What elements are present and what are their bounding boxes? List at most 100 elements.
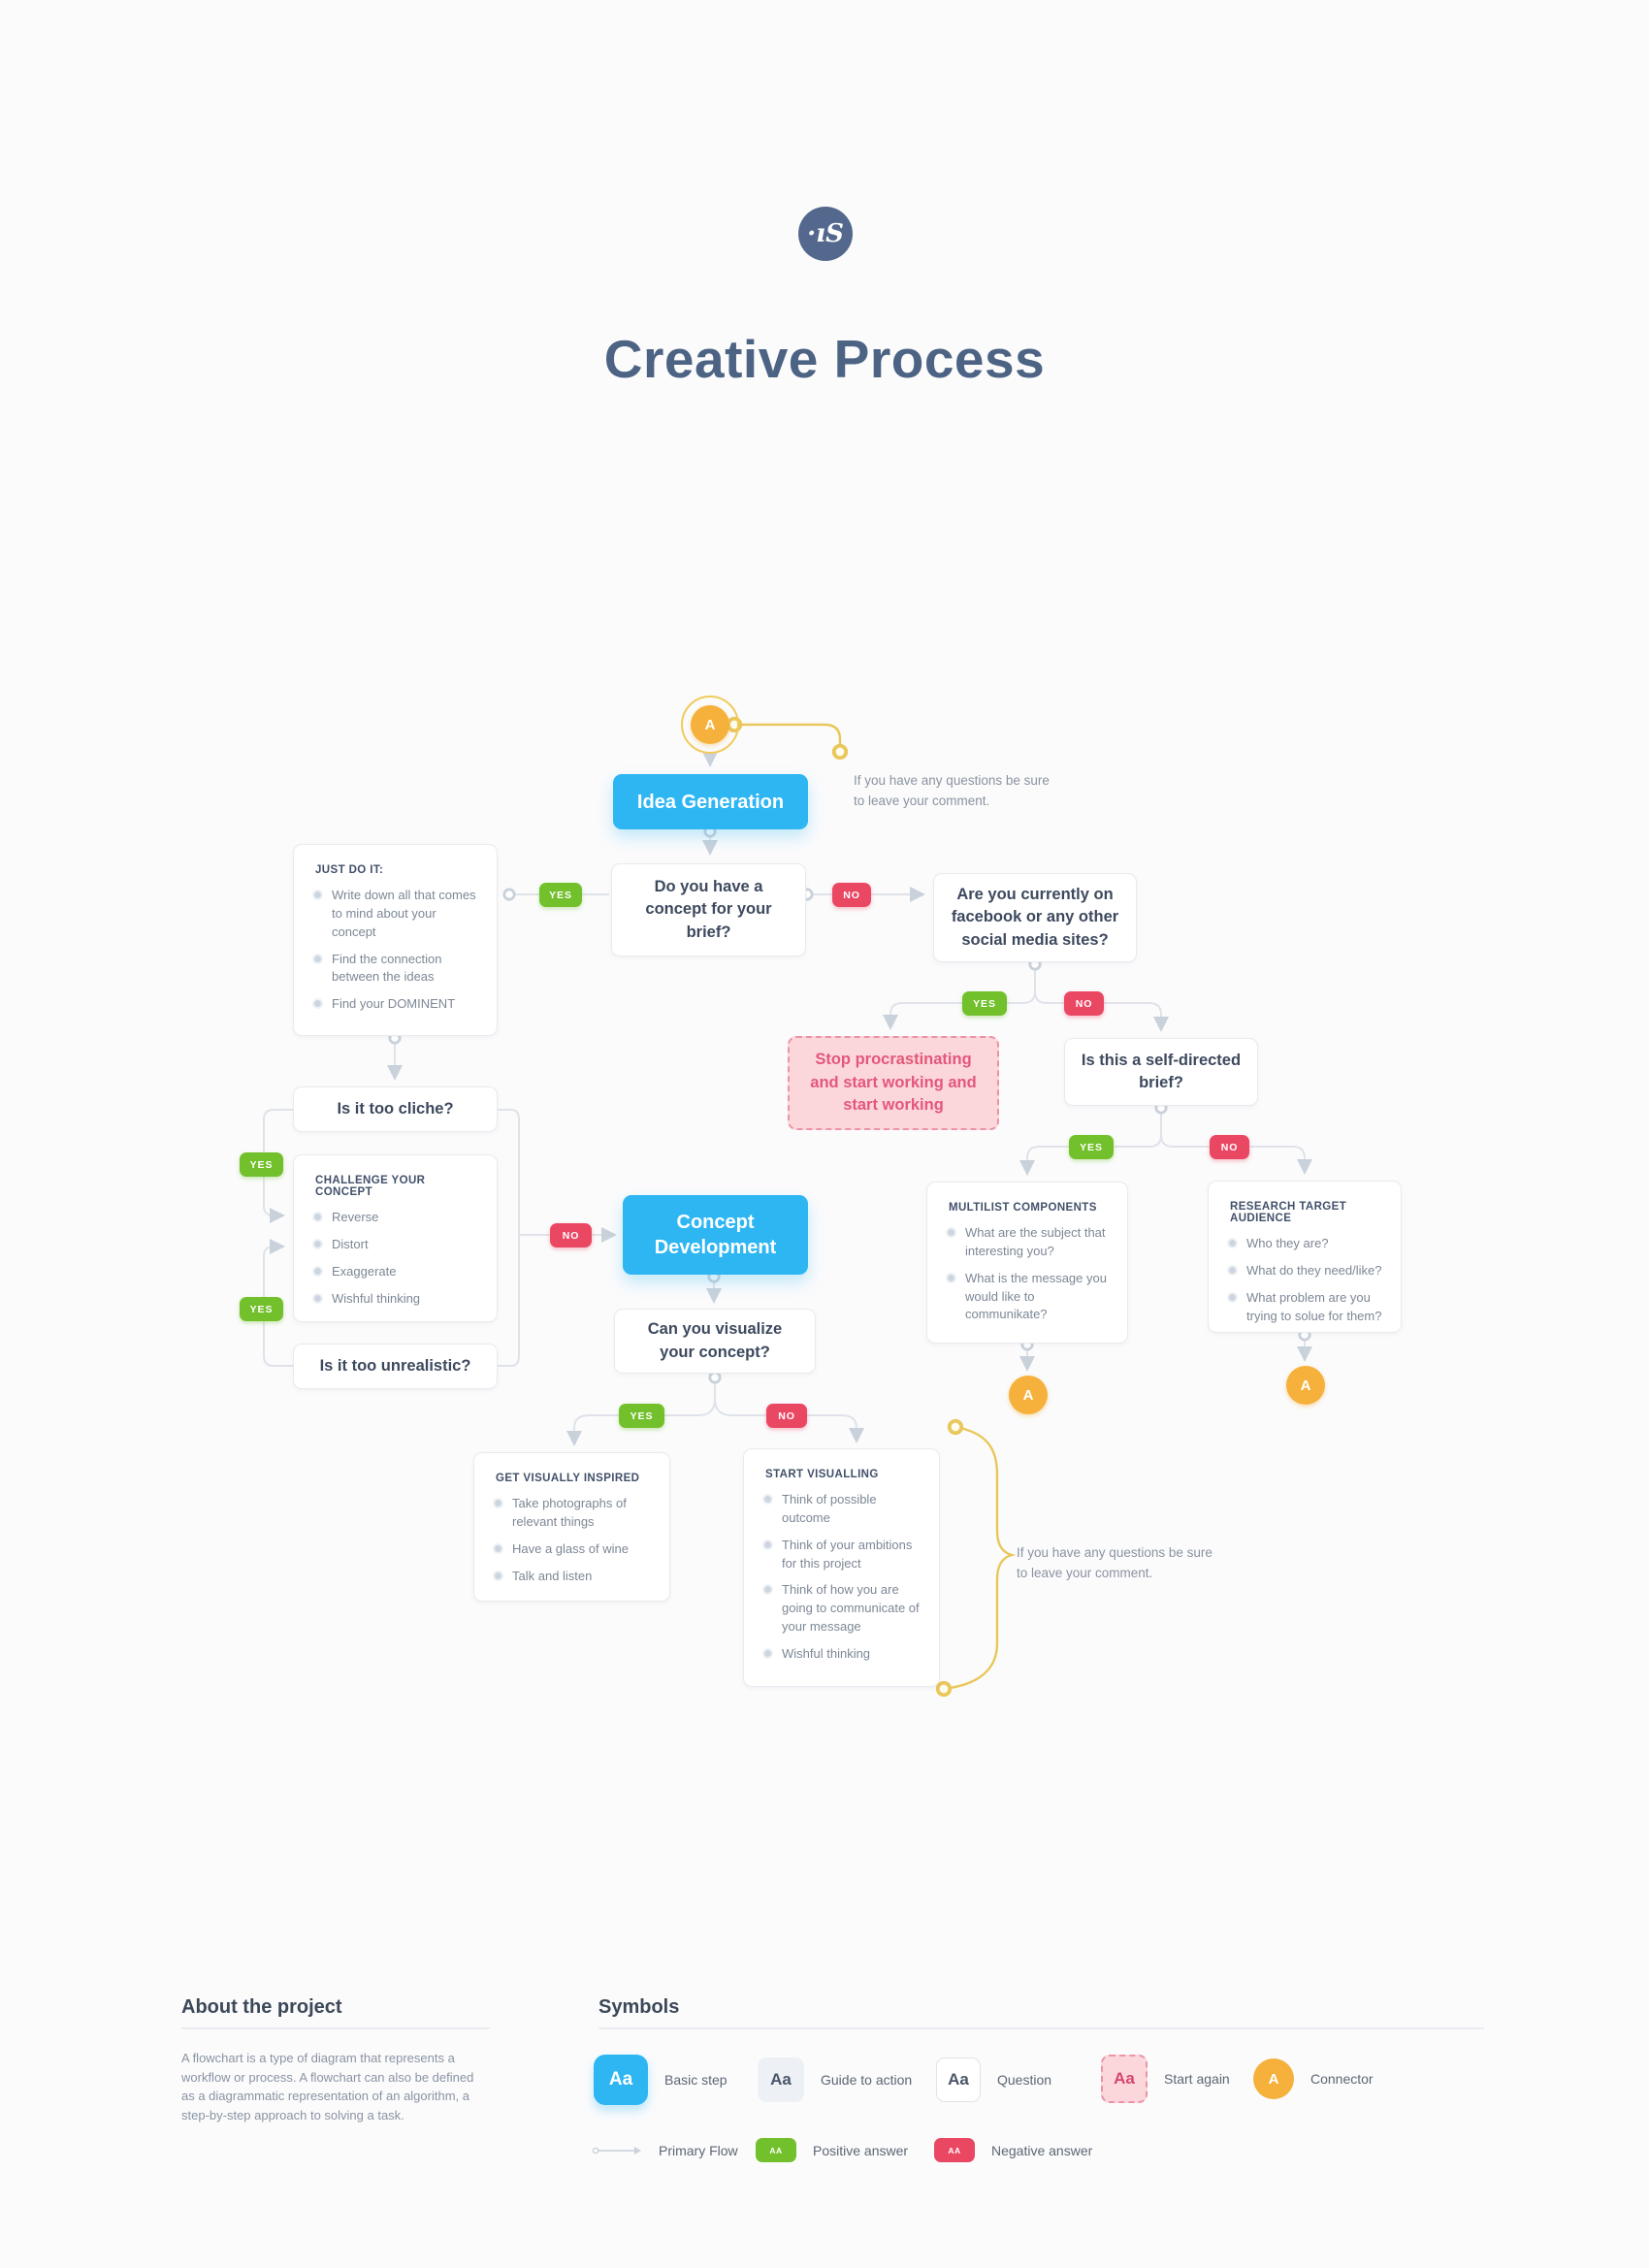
legend-start-again: Aa Start again bbox=[1101, 2055, 1230, 2103]
about-divider bbox=[181, 2027, 490, 2029]
list-item: What problem are you trying to solue for… bbox=[1228, 1289, 1383, 1326]
comment-note-top: If you have any questions be sure to lea… bbox=[854, 770, 1050, 811]
question-label: Question bbox=[997, 2072, 1052, 2088]
list-item: Think of possible outcome bbox=[763, 1491, 922, 1528]
list-item: Exaggerate bbox=[313, 1263, 479, 1281]
multilist-components-list: What are the subject that interesting yo… bbox=[947, 1224, 1110, 1324]
connector-a-label: A bbox=[1022, 1386, 1034, 1404]
badge-no-brief: NO bbox=[832, 883, 871, 907]
connector-a-multilist: A bbox=[1009, 1376, 1048, 1414]
comment-note-bottom-line2: to leave your comment. bbox=[1017, 1566, 1153, 1580]
start-again-label: Start again bbox=[1164, 2071, 1230, 2087]
list-item: Think of how you are going to communicat… bbox=[763, 1581, 922, 1636]
badge-no-concept-dev: NO bbox=[550, 1223, 592, 1247]
research-target-title: RESEARCH TARGET AUDIENCE bbox=[1230, 1201, 1347, 1224]
connector-a-label: A bbox=[1300, 1377, 1311, 1394]
list-item: Find your DOMINENT bbox=[313, 995, 479, 1014]
badge-yes-visualize: YES bbox=[619, 1404, 664, 1428]
node-start-visualling: START VISUALLING Think of possible outco… bbox=[743, 1448, 940, 1687]
badge-yes-cliche: YES bbox=[240, 1152, 283, 1177]
negative-answer-chip: AA bbox=[934, 2138, 975, 2162]
challenge-concept-list: Reverse Distort Exaggerate Wishful think… bbox=[313, 1209, 479, 1308]
node-multilist-components: MULTILIST COMPONENTS What are the subjec… bbox=[926, 1182, 1128, 1344]
badge-yes-social: YES bbox=[962, 991, 1007, 1016]
symbols-heading: Symbols bbox=[598, 1996, 680, 2018]
legend-positive-answer: AA Positive answer bbox=[756, 2138, 908, 2162]
guide-to-action-chip: Aa bbox=[758, 2057, 804, 2102]
connector-a-circle: A bbox=[691, 705, 729, 744]
research-target-list: Who they are? What do they need/like? Wh… bbox=[1228, 1235, 1383, 1325]
badge-no-self-directed: NO bbox=[1210, 1135, 1249, 1159]
symbols-divider bbox=[598, 2027, 1484, 2029]
node-research-target-audience: RESEARCH TARGET AUDIENCE Who they are? W… bbox=[1208, 1181, 1402, 1333]
legend-guide-to-action: Aa Guide to action bbox=[758, 2057, 912, 2102]
about-heading: About the project bbox=[181, 1996, 342, 2018]
comment-note-bottom: If you have any questions be sure to lea… bbox=[1017, 1542, 1212, 1583]
list-item: Think of your ambitions for this project bbox=[763, 1537, 922, 1573]
basic-step-chip: Aa bbox=[594, 2055, 648, 2105]
badge-yes-self-directed: YES bbox=[1069, 1135, 1114, 1159]
positive-answer-chip: AA bbox=[756, 2138, 796, 2162]
list-item: Distort bbox=[313, 1236, 479, 1254]
list-item: Take photographs of relevant things bbox=[494, 1495, 652, 1532]
connector-a-research: A bbox=[1286, 1366, 1325, 1405]
list-item: Who they are? bbox=[1228, 1235, 1383, 1253]
list-item: Write down all that comes to mind about … bbox=[313, 887, 479, 942]
node-q-visualize-concept: Can you visualize your concept? bbox=[614, 1309, 816, 1374]
start-visualling-title: START VISUALLING bbox=[765, 1469, 879, 1480]
start-visualling-list: Think of possible outcome Think of your … bbox=[763, 1491, 922, 1664]
legend-primary-flow: Primary Flow bbox=[592, 2140, 738, 2161]
list-item: Have a glass of wine bbox=[494, 1540, 652, 1559]
primary-flow-icon bbox=[592, 2147, 641, 2155]
legend-question: Aa Question bbox=[936, 2057, 1051, 2102]
comment-note-top-line1: If you have any questions be sure bbox=[854, 773, 1050, 788]
comment-note-top-line2: to leave your comment. bbox=[854, 794, 990, 808]
list-item: What are the subject that interesting yo… bbox=[947, 1224, 1110, 1261]
node-just-do-it: JUST DO IT: Write down all that comes to… bbox=[293, 844, 498, 1036]
list-item: Wishful thinking bbox=[763, 1645, 922, 1664]
node-q-social-media: Are you currently on facebook or any oth… bbox=[933, 873, 1137, 962]
primary-flow-label: Primary Flow bbox=[659, 2143, 738, 2158]
list-item: What is the message you would like to co… bbox=[947, 1270, 1110, 1325]
basic-step-label: Basic step bbox=[664, 2072, 728, 2088]
negative-answer-label: Negative answer bbox=[991, 2142, 1093, 2158]
comment-note-bottom-line1: If you have any questions be sure bbox=[1017, 1545, 1212, 1560]
positive-answer-label: Positive answer bbox=[813, 2142, 909, 2158]
legend-negative-answer: AA Negative answer bbox=[934, 2138, 1092, 2162]
node-q-self-directed: Is this a self-directed brief? bbox=[1064, 1038, 1258, 1106]
get-inspired-title: GET VISUALLY INSPIRED bbox=[496, 1473, 640, 1484]
logo: ·ıS bbox=[798, 207, 853, 261]
node-q-concept-brief: Do you have a concept for your brief? bbox=[611, 863, 806, 956]
badge-yes-brief: YES bbox=[539, 883, 582, 907]
node-stop-procrastinating: Stop procrastinating and start working a… bbox=[788, 1036, 999, 1130]
list-item: Find the connection between the ideas bbox=[313, 951, 479, 988]
about-paragraph: A flowchart is a type of diagram that re… bbox=[181, 2051, 474, 2122]
badge-no-social: NO bbox=[1064, 991, 1104, 1016]
multilist-components-title: MULTILIST COMPONENTS bbox=[949, 1202, 1097, 1214]
start-again-chip: Aa bbox=[1101, 2055, 1148, 2103]
badge-yes-unrealistic: YES bbox=[240, 1297, 283, 1321]
list-item: Reverse bbox=[313, 1209, 479, 1227]
node-q-too-unrealistic: Is it too unrealistic? bbox=[293, 1344, 498, 1389]
badge-no-visualize: NO bbox=[766, 1404, 807, 1428]
just-do-it-list: Write down all that comes to mind about … bbox=[313, 887, 479, 1014]
node-get-visually-inspired: GET VISUALLY INSPIRED Take photographs o… bbox=[473, 1452, 670, 1602]
list-item: What do they need/like? bbox=[1228, 1262, 1383, 1280]
challenge-concept-title: CHALLENGE YOUR CONCEPT bbox=[315, 1175, 426, 1198]
guide-to-action-label: Guide to action bbox=[821, 2072, 913, 2088]
legend-connector: A Connector bbox=[1253, 2058, 1374, 2099]
just-do-it-title: JUST DO IT: bbox=[315, 864, 384, 876]
list-item: Wishful thinking bbox=[313, 1290, 479, 1309]
connector-a-start: A bbox=[681, 696, 739, 754]
logo-glyph: ·ıS bbox=[807, 219, 844, 248]
node-q-too-cliche: Is it too cliche? bbox=[293, 1086, 498, 1132]
node-concept-development: Concept Development bbox=[623, 1195, 808, 1275]
question-chip: Aa bbox=[936, 2057, 981, 2102]
list-item: Talk and listen bbox=[494, 1568, 652, 1586]
node-challenge-concept: CHALLENGE YOUR CONCEPT Reverse Distort E… bbox=[293, 1154, 498, 1322]
page-title: Creative Process bbox=[603, 329, 1046, 389]
connector-label: Connector bbox=[1310, 2071, 1374, 2087]
connector-a-label: A bbox=[704, 716, 716, 733]
